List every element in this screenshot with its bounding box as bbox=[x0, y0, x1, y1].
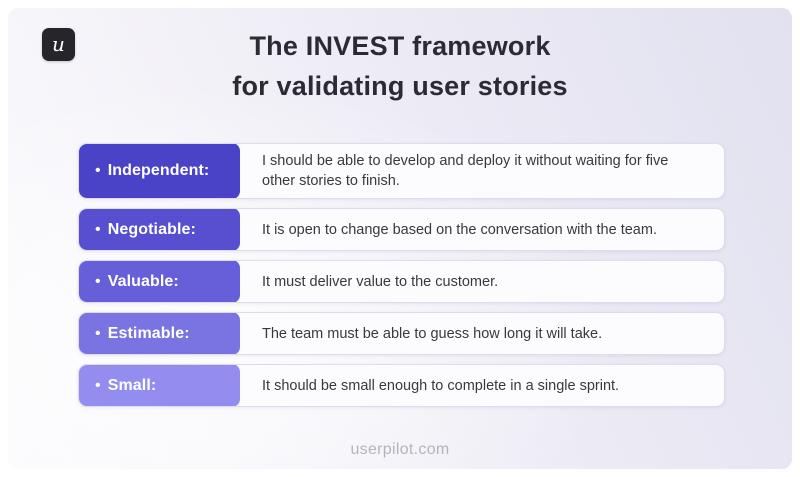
logo-letter-icon: u bbox=[52, 31, 65, 56]
userpilot-logo: u bbox=[42, 28, 75, 61]
title-line-2: for validating user stories bbox=[232, 71, 568, 101]
row-valuable: • Valuable: It must deliver value to the… bbox=[78, 260, 725, 303]
row-description: It must deliver value to the customer. bbox=[262, 273, 499, 290]
row-description: It should be small enough to complete in… bbox=[262, 377, 620, 394]
bullet-icon: • bbox=[95, 376, 101, 394]
row-label-text: Valuable: bbox=[107, 272, 179, 290]
row-description: The team must be able to guess how long … bbox=[262, 325, 603, 342]
row-negotiable: • Negotiable: It is open to change based… bbox=[78, 208, 725, 251]
title-line-1: The INVEST framework bbox=[249, 31, 551, 61]
invest-rows: • Independent: I should be able to devel… bbox=[78, 143, 725, 407]
bullet-icon: • bbox=[95, 272, 101, 290]
row-label-text: Small: bbox=[107, 376, 157, 394]
row-label: • Estimable: bbox=[79, 313, 240, 354]
row-label: • Small: bbox=[79, 365, 240, 406]
row-label-text: Negotiable: bbox=[107, 220, 196, 238]
bullet-icon: • bbox=[95, 162, 101, 179]
page-title: The INVEST framework for validating user… bbox=[0, 26, 800, 106]
row-label-text: Independent: bbox=[107, 162, 210, 179]
row-estimable: • Estimable: The team must be able to gu… bbox=[78, 312, 725, 355]
row-label: • Valuable: bbox=[79, 261, 240, 302]
row-label: • Negotiable: bbox=[79, 209, 240, 250]
row-independent: • Independent: I should be able to devel… bbox=[78, 143, 725, 199]
row-label: • Independent: bbox=[79, 144, 240, 198]
row-label-text: Estimable: bbox=[107, 324, 190, 342]
footer-website: userpilot.com bbox=[350, 441, 450, 458]
bullet-icon: • bbox=[95, 324, 101, 342]
row-description: It is open to change based on the conver… bbox=[262, 221, 657, 238]
row-small: • Small: It should be small enough to co… bbox=[78, 364, 725, 407]
bullet-icon: • bbox=[95, 220, 101, 238]
row-description: I should be able to develop and deploy i… bbox=[262, 153, 669, 189]
